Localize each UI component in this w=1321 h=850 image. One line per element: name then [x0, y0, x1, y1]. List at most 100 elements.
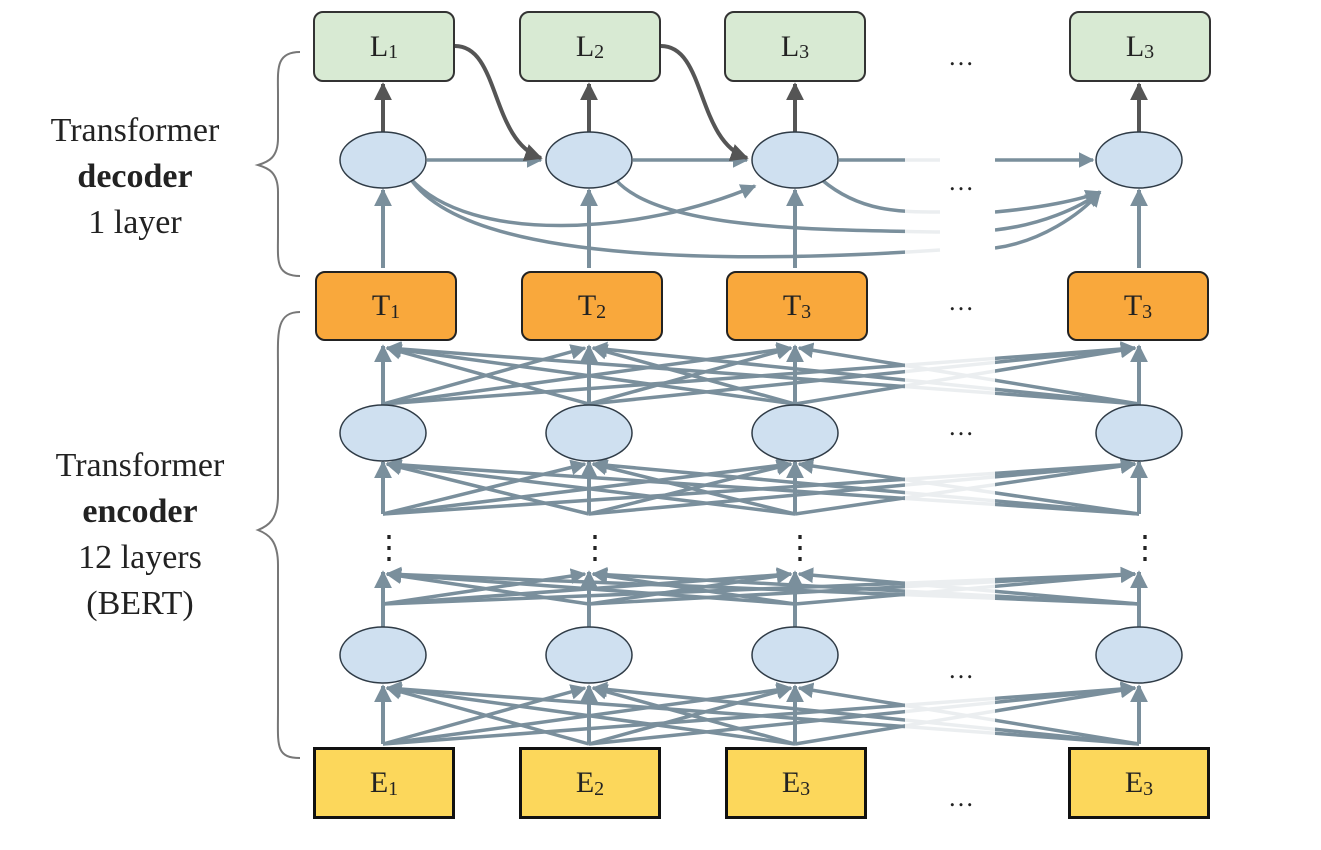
decoder-label: Transformer decoder 1 layer	[20, 108, 250, 246]
output-label: L	[1125, 29, 1145, 63]
output-label: L	[369, 29, 389, 63]
output-to-next-arrow	[660, 44, 749, 162]
layer12-to-output-cross-arrow	[385, 344, 590, 406]
embedding-label: E	[575, 766, 595, 799]
fade-region-bottom	[905, 570, 995, 750]
embedding-to-layer1-cross-arrow	[385, 681, 1140, 746]
hidden-to-layer12-cross-arrow	[591, 457, 1140, 516]
output-subscript: 3	[799, 41, 810, 63]
embedding-subscript: 1	[388, 777, 399, 800]
output-subscript: 2	[594, 41, 605, 63]
layer12-to-output-cross-arrow	[385, 342, 796, 406]
encoder-label-line1: Transformer	[55, 447, 225, 484]
fade-region-top	[905, 340, 995, 540]
decoder-node	[751, 131, 839, 189]
hidden-subscript: 2	[596, 300, 607, 323]
encoder-node	[1095, 626, 1183, 684]
ellipsis-output-row: …	[948, 42, 976, 71]
decoder-node	[545, 131, 633, 189]
output-subscript: 3	[1144, 41, 1155, 63]
fade-region-decoder	[905, 140, 995, 260]
output-to-next-arrow	[454, 44, 543, 162]
hidden-label: T	[782, 289, 802, 322]
encoder-node	[751, 626, 839, 684]
decoder-skip-curve	[994, 189, 1102, 214]
encoder-node	[339, 626, 427, 684]
encoder-node	[545, 404, 633, 462]
hidden-label: T	[1123, 289, 1143, 322]
layer1-to-hidden-cross-arrow	[385, 568, 590, 606]
encoder-label-line4: (BERT)	[86, 585, 194, 622]
embedding-subscript: 3	[800, 777, 811, 800]
ellipsis-embedding-row: …	[948, 783, 976, 812]
embedding-label: E	[781, 766, 801, 799]
layer12-to-output-cross-arrow	[591, 344, 796, 406]
hidden-to-layer12-cross-arrow	[385, 457, 796, 516]
embedding-to-layer1-cross-arrow	[385, 682, 796, 746]
ellipsis-encoder-row-top: …	[948, 412, 976, 441]
hidden-subscript: 3	[1142, 300, 1153, 323]
layer12-to-output-cross-arrow	[385, 341, 1140, 406]
decoder-label-line3: 1 layer	[88, 204, 182, 241]
embedding-subscript: 3	[1143, 777, 1154, 800]
hidden-to-layer12-cross-arrow	[385, 457, 1140, 516]
output-subscript: 1	[388, 41, 399, 63]
embedding-label: E	[369, 766, 389, 799]
encoder-label: Transformer encoder 12 layers (BERT)	[25, 443, 255, 627]
encoder-label-line2: encoder	[82, 493, 198, 530]
encoder-label-line3: 12 layers	[78, 539, 202, 576]
decoder-connections	[374, 44, 1148, 268]
decoder-skip-curve	[614, 178, 941, 234]
output-label: L	[780, 29, 800, 63]
embedding-to-layer1-cross-arrow	[385, 684, 590, 746]
encoder-brace	[255, 311, 301, 759]
decoder-brace	[254, 51, 301, 277]
decoder-label-line2: decoder	[77, 158, 193, 195]
ellipsis-encoder-row-bottom: …	[948, 655, 976, 684]
layer1-to-hidden-cross-arrow	[591, 566, 1140, 606]
decoder-skip-curve	[408, 177, 941, 259]
embedding-subscript: 2	[594, 777, 605, 800]
hidden-label: T	[577, 289, 597, 322]
encoder-node	[1095, 404, 1183, 462]
encoder-node	[545, 626, 633, 684]
decoder-skip-curve	[408, 176, 757, 228]
hidden-subscript: 1	[390, 300, 401, 323]
encoder-connections	[374, 341, 1148, 746]
vertical-dots-2: ⋮	[579, 529, 613, 565]
ellipsis-decoder-row: …	[948, 167, 976, 196]
vertical-dots-1: ⋮	[373, 529, 407, 565]
layer1-to-hidden-cross-arrow	[385, 567, 796, 606]
ellipsis-hidden-row: …	[948, 287, 976, 316]
hidden-to-layer12-cross-arrow	[385, 459, 590, 516]
vertical-dots-4: ⋮	[1129, 529, 1163, 565]
encoder-node	[751, 404, 839, 462]
vertical-dots-3: ⋮	[784, 529, 818, 565]
layer12-to-output-cross-arrow	[591, 341, 1140, 406]
node-layer	[339, 131, 1183, 684]
layer1-to-hidden-cross-arrow	[385, 566, 1140, 606]
embedding-label: E	[1124, 766, 1144, 799]
hidden-to-layer12-cross-arrow	[591, 459, 796, 516]
embedding-to-layer1-cross-arrow	[591, 681, 1140, 746]
embedding-to-layer1-cross-arrow	[591, 684, 796, 746]
decoder-node	[1095, 131, 1183, 189]
layer1-to-hidden-cross-arrow	[591, 568, 796, 606]
hidden-label: T	[371, 289, 391, 322]
decoder-node	[339, 131, 427, 189]
decoder-label-line1: Transformer	[50, 112, 220, 149]
hidden-subscript: 3	[801, 300, 812, 323]
output-label: L	[575, 29, 595, 63]
